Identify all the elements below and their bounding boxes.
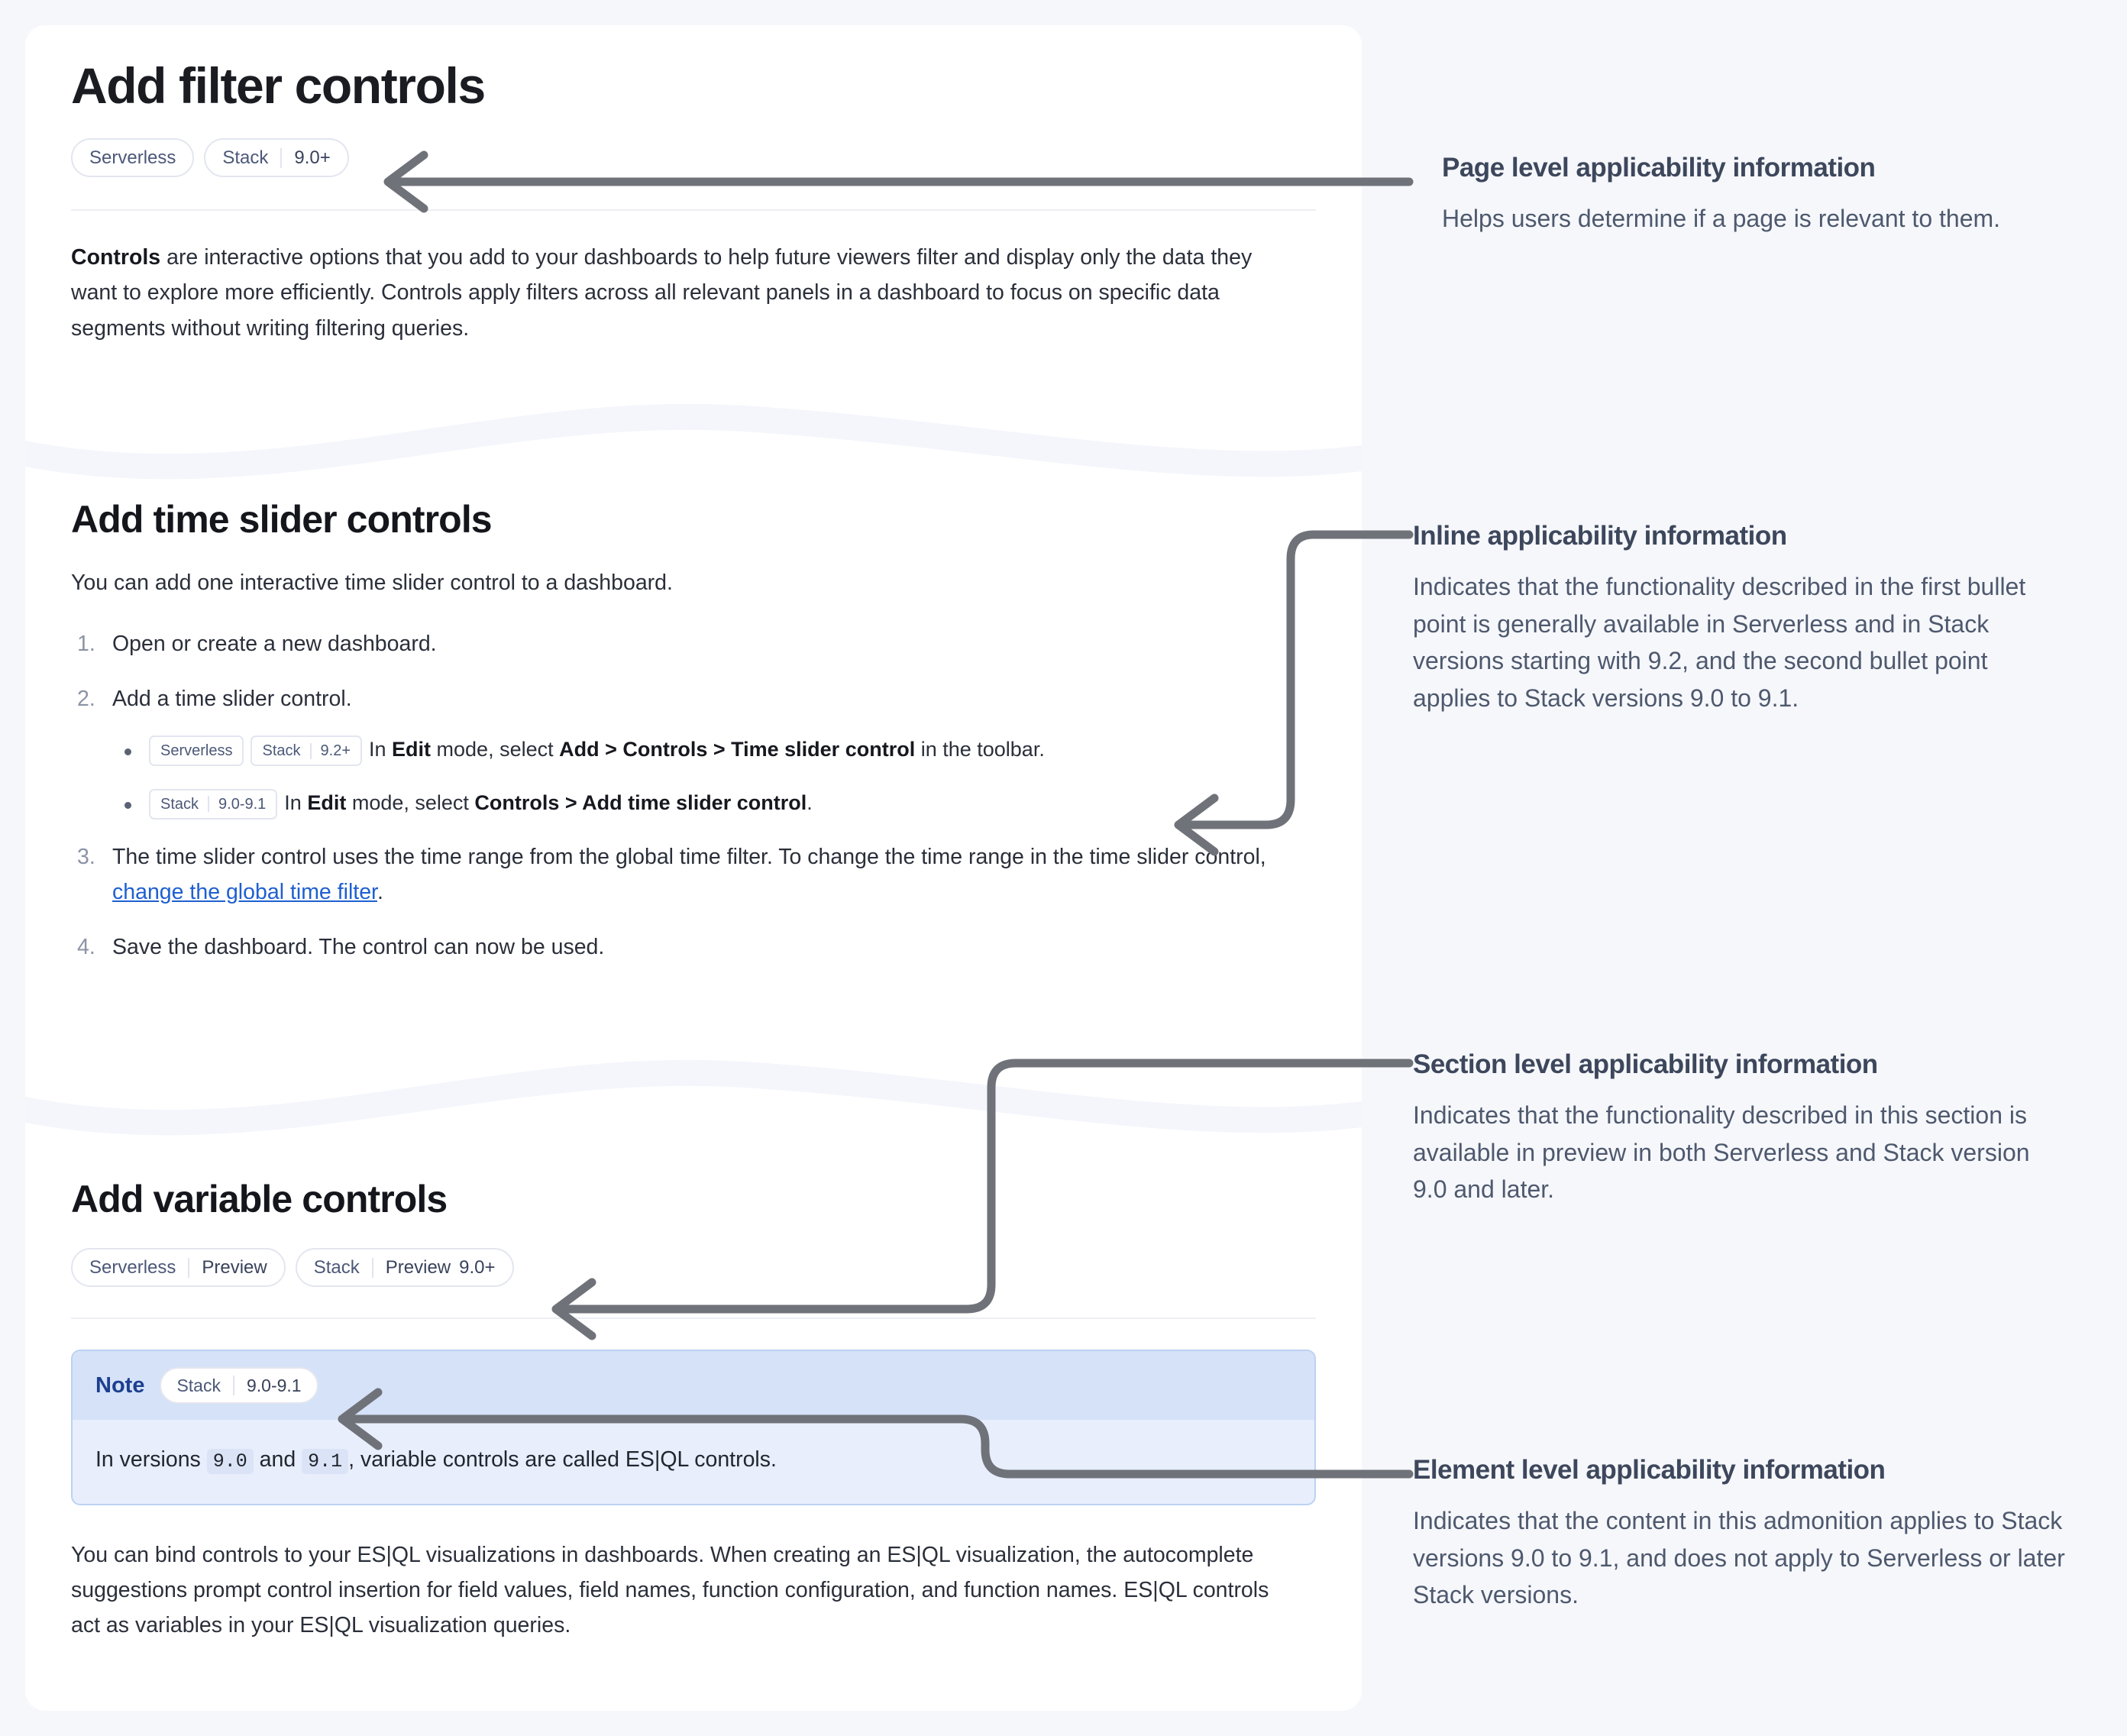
badge-divider (232, 1376, 234, 1395)
inline-code-91: 9.1 (302, 1449, 349, 1474)
annotation-title: Page level applicability information (1442, 153, 1876, 183)
note-text-1: In versions (95, 1447, 207, 1472)
annotation-body: Indicates that the functionality describ… (1413, 573, 2026, 712)
inline-badge-stack-range[interactable]: Stack 9.0-9.1 (149, 788, 278, 820)
chip-divider (208, 796, 210, 813)
chip-version: 9.2+ (320, 742, 351, 760)
time-slider-heading: Add time slider controls (71, 498, 493, 541)
badge-version: 9.0+ (459, 1256, 496, 1278)
bullet-text-5: . (807, 790, 813, 814)
step-item-4: Save the dashboard. The control can now … (71, 929, 1316, 965)
applicability-badge-stack[interactable]: Stack 9.0+ (204, 138, 349, 178)
step-item-2: Add a time slider control. Serverless St… (71, 681, 1316, 820)
note-header: Note Stack 9.0-9.1 (73, 1351, 1314, 1420)
badge-name: Stack (222, 147, 269, 168)
step-text: Open or create a new dashboard. (112, 632, 437, 657)
variable-controls-heading: Add variable controls (71, 1178, 448, 1220)
badge-divider (188, 1257, 190, 1278)
annotation-body: Indicates that the functionality describ… (1413, 1101, 2030, 1204)
note-label: Note (95, 1372, 145, 1398)
badge-divider (371, 1257, 373, 1278)
time-slider-section: Add time slider controls You can add one… (25, 499, 1362, 984)
bullet-text-4: Add > Controls > Time slider control (559, 738, 916, 761)
applicability-badge-serverless-preview[interactable]: Serverless Preview (71, 1248, 286, 1287)
step-item-1: Open or create a new dashboard. (71, 626, 1316, 661)
section-wave-divider-1 (25, 396, 1362, 485)
note-text-2: and (253, 1447, 302, 1472)
chip-name: Serverless (160, 742, 233, 760)
step-text: Add a time slider control. (112, 687, 352, 712)
bullet-text-3: mode, select (431, 738, 560, 761)
inline-badge-serverless[interactable]: Serverless (149, 735, 244, 767)
note-applicability-badge[interactable]: Stack 9.0-9.1 (160, 1367, 318, 1404)
badge-version: 9.0-9.1 (246, 1375, 302, 1395)
annotation-title: Section level applicability information (1413, 1049, 1878, 1079)
chip-divider (309, 742, 312, 759)
section-wave-divider-2 (25, 1052, 1362, 1141)
documentation-card: Add filter controls Serverless Stack 9.0… (25, 25, 1362, 1711)
annotation-inline: Inline applicability information Indicat… (1413, 521, 2070, 717)
badge-name: Serverless (89, 147, 176, 168)
annotation-section-level: Section level applicability information … (1413, 1049, 2070, 1208)
note-admonition: Note Stack 9.0-9.1 In versions 9.0 and 9… (71, 1350, 1316, 1505)
bullet-text-1: In (369, 738, 393, 761)
badge-name: Stack (313, 1256, 360, 1278)
annotation-page-level: Page level applicability information Hel… (1442, 153, 2099, 238)
inline-code-90: 9.0 (206, 1449, 254, 1474)
step-text-after-link: . (377, 880, 383, 904)
step-text-before-link: The time slider control uses the time ra… (112, 844, 1266, 869)
section-applicability-badges: Serverless Preview Stack Preview 9.0+ (71, 1248, 1316, 1287)
annotation-element-level: Element level applicability information … (1413, 1455, 2070, 1614)
annotation-body: Helps users determine if a page is relev… (1442, 205, 2001, 232)
intro-paragraph: Controls are interactive options that yo… (71, 240, 1301, 345)
applicability-badge-stack-preview[interactable]: Stack Preview 9.0+ (295, 1248, 514, 1287)
bullet-text-4: Controls > Add time slider control (474, 790, 807, 814)
page-header-section: Add filter controls Serverless Stack 9.0… (25, 25, 1362, 346)
bullet-text-2: Edit (392, 738, 432, 761)
step-item-3: The time slider control uses the time ra… (71, 839, 1293, 910)
bullet-item-1: Serverless Stack 9.2+ In Edit mode, sele… (112, 733, 1316, 767)
variable-controls-section: Add variable controls Serverless Preview… (25, 1178, 1362, 1643)
bullet-text-1: In (284, 790, 308, 814)
bullet-item-2: Stack 9.0-9.1 In Edit mode, select Contr… (112, 787, 1316, 820)
time-slider-intro: You can add one interactive time slider … (71, 571, 673, 595)
header-divider (71, 209, 1316, 212)
intro-lead-term: Controls (71, 245, 161, 270)
step-text: Save the dashboard. The control can now … (112, 935, 605, 960)
section-divider (71, 1317, 1316, 1319)
badge-divider (280, 147, 283, 168)
global-time-filter-link[interactable]: change the global time filter (112, 880, 377, 904)
variable-controls-body: You can bind controls to your ES|QL visu… (71, 1542, 1269, 1637)
note-text-3: , variable controls are called ES|QL con… (348, 1447, 777, 1472)
time-slider-steps: Open or create a new dashboard. Add a ti… (71, 626, 1316, 965)
chip-name: Stack (262, 742, 301, 760)
applicability-badge-serverless[interactable]: Serverless (71, 138, 195, 178)
note-body: In versions 9.0 and 9.1, variable contro… (73, 1420, 1314, 1504)
bullet-text-3: mode, select (346, 790, 475, 814)
annotation-title: Inline applicability information (1413, 521, 1787, 551)
badge-name: Serverless (89, 1256, 176, 1278)
chip-version: 9.0-9.1 (218, 795, 267, 813)
bullet-text-2: Edit (307, 790, 347, 814)
page-applicability-badges: Serverless Stack 9.0+ (71, 138, 1316, 178)
bullet-text-5: in the toolbar. (915, 738, 1045, 761)
step-2-bullets: Serverless Stack 9.2+ In Edit mode, sele… (112, 733, 1316, 820)
badge-version: 9.0+ (294, 147, 331, 168)
intro-rest: are interactive options that you add to … (71, 245, 1253, 341)
badge-lifecycle: Preview (202, 1256, 267, 1278)
annotation-title: Element level applicability information (1413, 1455, 1886, 1485)
inline-badge-stack[interactable]: Stack 9.2+ (251, 735, 362, 767)
badge-name: Stack (176, 1375, 221, 1395)
badge-lifecycle: Preview (385, 1256, 451, 1278)
annotation-body: Indicates that the content in this admon… (1413, 1507, 2065, 1609)
page-title: Add filter controls (71, 57, 486, 114)
chip-name: Stack (160, 795, 199, 813)
